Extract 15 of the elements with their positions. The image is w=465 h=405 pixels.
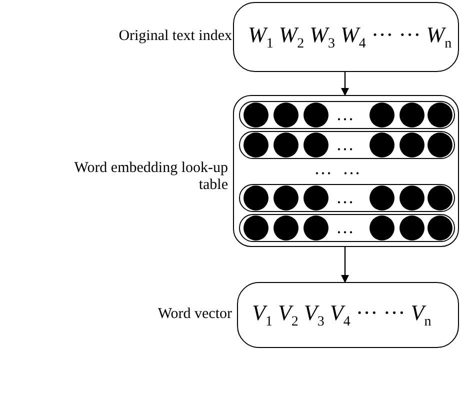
sequence-text: V$_{1}$ V$_{2}$ V$_{3}$ V$_{4}$ ··· ··· V$_{n}$: [251, 300, 432, 330]
ellipsis-text: …: [336, 104, 357, 125]
ellipsis-text: …: [336, 217, 357, 238]
ellipsis-text: …: [336, 187, 357, 208]
arrow: [341, 72, 349, 96]
side-label: Original text index: [118, 28, 232, 45]
table-box: [233, 95, 459, 247]
arrow: [341, 247, 349, 283]
side-label: Word vector: [156, 306, 232, 323]
ellipsis-text: …: [336, 134, 357, 155]
ellipsis-text: … …: [314, 158, 364, 179]
sequence-text: W$_{1}$ W$_{2}$ W$_{3}$ W$_{4}$ ··· ··· W$_{n}$: [247, 22, 452, 52]
side-label: Word embedding look-up table: [73, 160, 228, 194]
rounded-box: [233, 2, 459, 72]
rounded-box: [237, 282, 459, 348]
